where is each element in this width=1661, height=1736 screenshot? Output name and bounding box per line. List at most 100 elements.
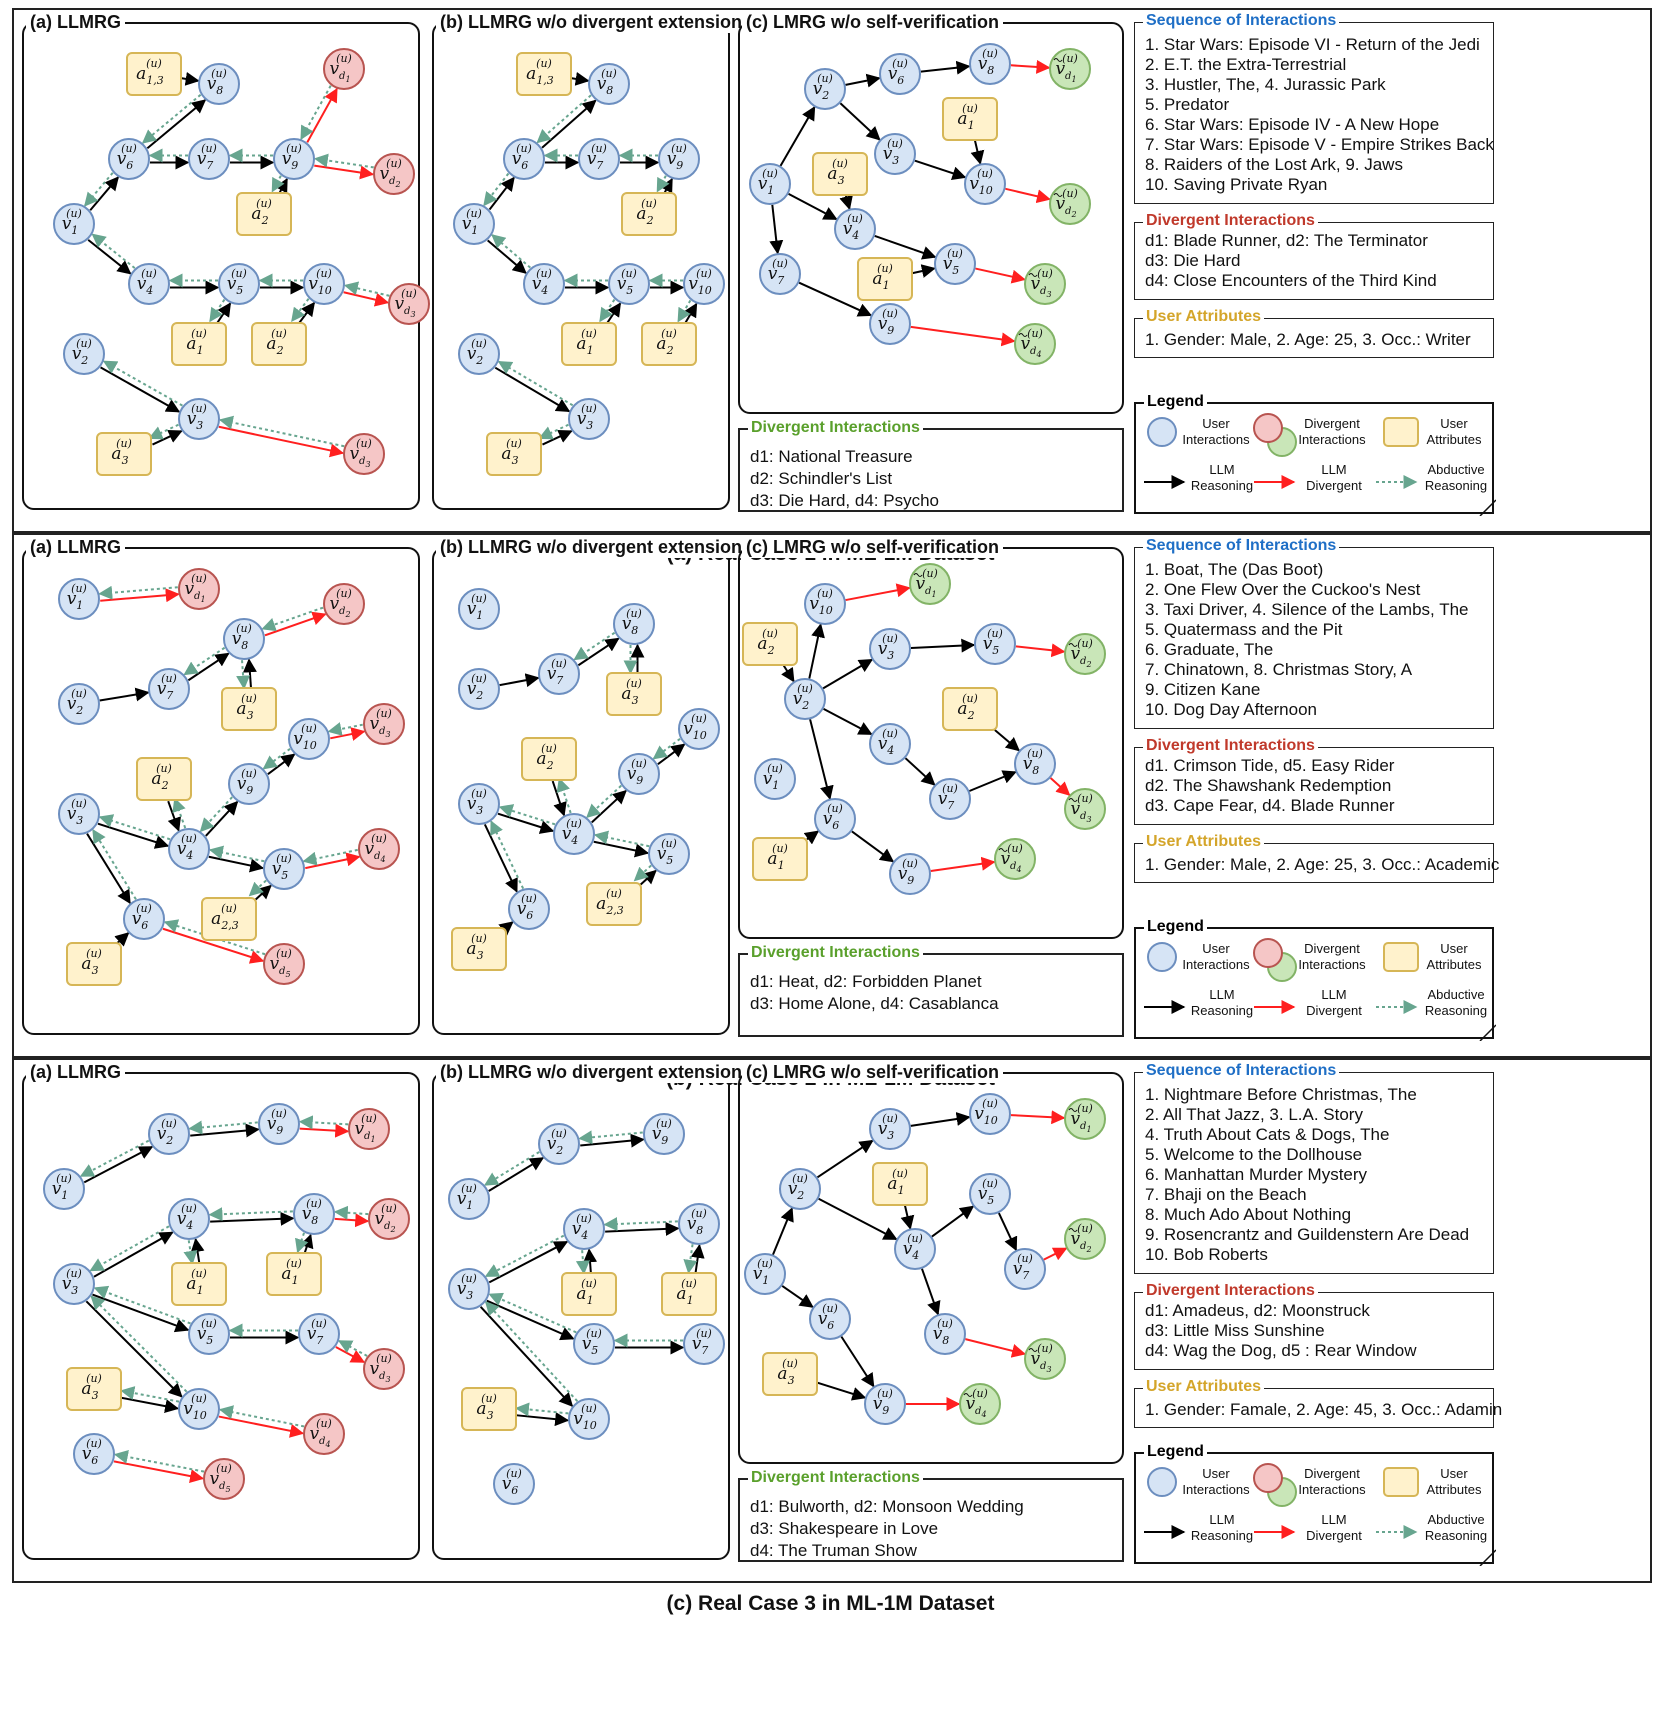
legend-abductive-reasoning-label: Abductive Reasoning	[1424, 1512, 1488, 1543]
node-label: v1(u)	[467, 592, 487, 622]
node-label: vd4(u)	[1020, 327, 1042, 359]
llm-divergent-edge	[930, 856, 996, 873]
box-line: 3. Taxi Driver, 4. Silence of the Lambs,…	[1145, 600, 1469, 619]
node-label: vd1(u)	[184, 572, 206, 604]
llm-divergent-edge	[1005, 187, 1051, 204]
user-interaction-node: v7(u)	[683, 1323, 725, 1365]
abductive-edge	[141, 93, 202, 144]
box-title: Divergent Interactions	[1143, 212, 1318, 230]
llm-reasoning-edge	[208, 855, 265, 873]
box-title: Divergent Interactions	[748, 944, 923, 962]
llm-reasoning-edge	[605, 1221, 680, 1236]
user-attribute-node: a2(u)	[236, 192, 292, 236]
llm-reasoning-edge	[798, 281, 873, 317]
abductive-edge	[343, 281, 390, 297]
abductive-edge	[113, 1450, 205, 1473]
user-interaction-node: v4(u)	[869, 723, 911, 765]
user-interaction-node: v6(u)	[123, 898, 165, 940]
user-attribute-node: a3(u)	[451, 927, 507, 971]
divergent-node: vd4(u)	[303, 1413, 345, 1455]
llm-reasoning-edge	[570, 71, 590, 86]
legend-user-interactions-label: User Interactions	[1182, 416, 1250, 447]
abductive-edge	[333, 1205, 369, 1220]
node-label: v1(u)	[67, 582, 87, 612]
node-label: v7(u)	[768, 257, 788, 287]
user-interaction-node: v10(u)	[178, 1388, 220, 1430]
box-title: Divergent Interactions	[1143, 737, 1318, 755]
legend-llm-divergent-label: LLM Divergent	[1306, 1512, 1362, 1543]
user-interaction-node: v3(u)	[458, 783, 500, 825]
node-label: v7(u)	[938, 782, 958, 812]
abductive-edge	[603, 1217, 678, 1232]
llm-reasoning-edge	[605, 302, 622, 326]
abductive-edge	[183, 646, 226, 676]
box-line: d3: Little Miss Sunshine	[1145, 1321, 1325, 1340]
llm-reasoning-edge	[818, 1197, 898, 1241]
llm-reasoning-edge	[593, 840, 650, 858]
abductive-edge	[172, 797, 187, 829]
llm-divergent-edge	[314, 164, 375, 180]
llm-divergent-edge	[910, 325, 1016, 347]
llm-reasoning-edge	[921, 1268, 941, 1316]
user-attribute-node: a1(u)	[857, 257, 913, 301]
user-interaction-node: v1(u)	[53, 203, 95, 245]
legend-abductive-reasoning-label: Abductive Reasoning	[1424, 987, 1488, 1018]
node-label: v6(u)	[502, 1467, 522, 1497]
llm-reasoning-edge	[781, 664, 795, 683]
node-label: v9(u)	[878, 307, 898, 337]
abductive-edge	[656, 175, 670, 193]
box-line: 8. Much Ado About Nothing	[1145, 1205, 1352, 1224]
abductive-edge	[586, 784, 622, 819]
node-label: v3(u)	[62, 1267, 82, 1297]
llm-divergent-edge	[1010, 59, 1051, 74]
node-label: v2(u)	[157, 1117, 177, 1147]
node-label: v8(u)	[687, 1207, 707, 1237]
llm-reasoning-edge	[300, 1233, 314, 1255]
abductive-edge	[261, 606, 324, 632]
node-label: v7(u)	[692, 1327, 712, 1357]
llm-divergent-edge	[975, 267, 1026, 284]
abductive-edge	[536, 94, 592, 144]
box-lines: 1. Boat, The (Das Boot)2. One Flew Over …	[1145, 560, 1487, 720]
node-label: a1(u)	[576, 327, 596, 357]
user-interaction-node: v1(u)	[458, 588, 500, 630]
llm-reasoning-edge	[242, 658, 257, 688]
llm-divergent-edge	[218, 1415, 305, 1438]
legend-symbols	[1144, 413, 1496, 516]
unverified-divergent-node: vd4(u)	[959, 1383, 1001, 1425]
llm-reasoning-edge	[822, 658, 874, 690]
llm-reasoning-edge	[839, 102, 881, 141]
llm-reasoning-edge	[772, 1207, 794, 1255]
box-lines: 1. Gender: Male, 2. Age: 25, 3. Occ.: Ac…	[1145, 855, 1500, 874]
llm-divergent-edge	[334, 1213, 370, 1228]
user-interaction-node: v6(u)	[503, 138, 545, 180]
llm-reasoning-edge	[87, 239, 132, 275]
user-attribute-node: a2(u)	[942, 687, 998, 731]
node-label: a1(u)	[767, 842, 787, 872]
user-interaction-node: v5(u)	[974, 623, 1016, 665]
user-interaction-node: v2(u)	[58, 683, 100, 725]
abductive-edge	[79, 1139, 150, 1178]
llm-reasoning-edge	[267, 753, 296, 775]
user-attribute-node: a3(u)	[606, 672, 662, 716]
llm-reasoning-edge	[494, 366, 571, 413]
legend-divergent-red-swatch	[1253, 413, 1283, 443]
node-label: v10(u)	[573, 1402, 597, 1432]
abductive-edge	[92, 828, 137, 900]
node-label: v6(u)	[888, 57, 908, 87]
user-attribute-node: a3(u)	[486, 432, 542, 476]
box-line: 10. Dog Day Afternoon	[1145, 700, 1318, 719]
node-label: v8(u)	[302, 1197, 322, 1227]
abductive-edge	[677, 299, 692, 323]
node-label: v7(u)	[307, 1317, 327, 1347]
llm-reasoning-edge	[515, 1412, 570, 1427]
llm-reasoning-edge	[86, 833, 131, 905]
